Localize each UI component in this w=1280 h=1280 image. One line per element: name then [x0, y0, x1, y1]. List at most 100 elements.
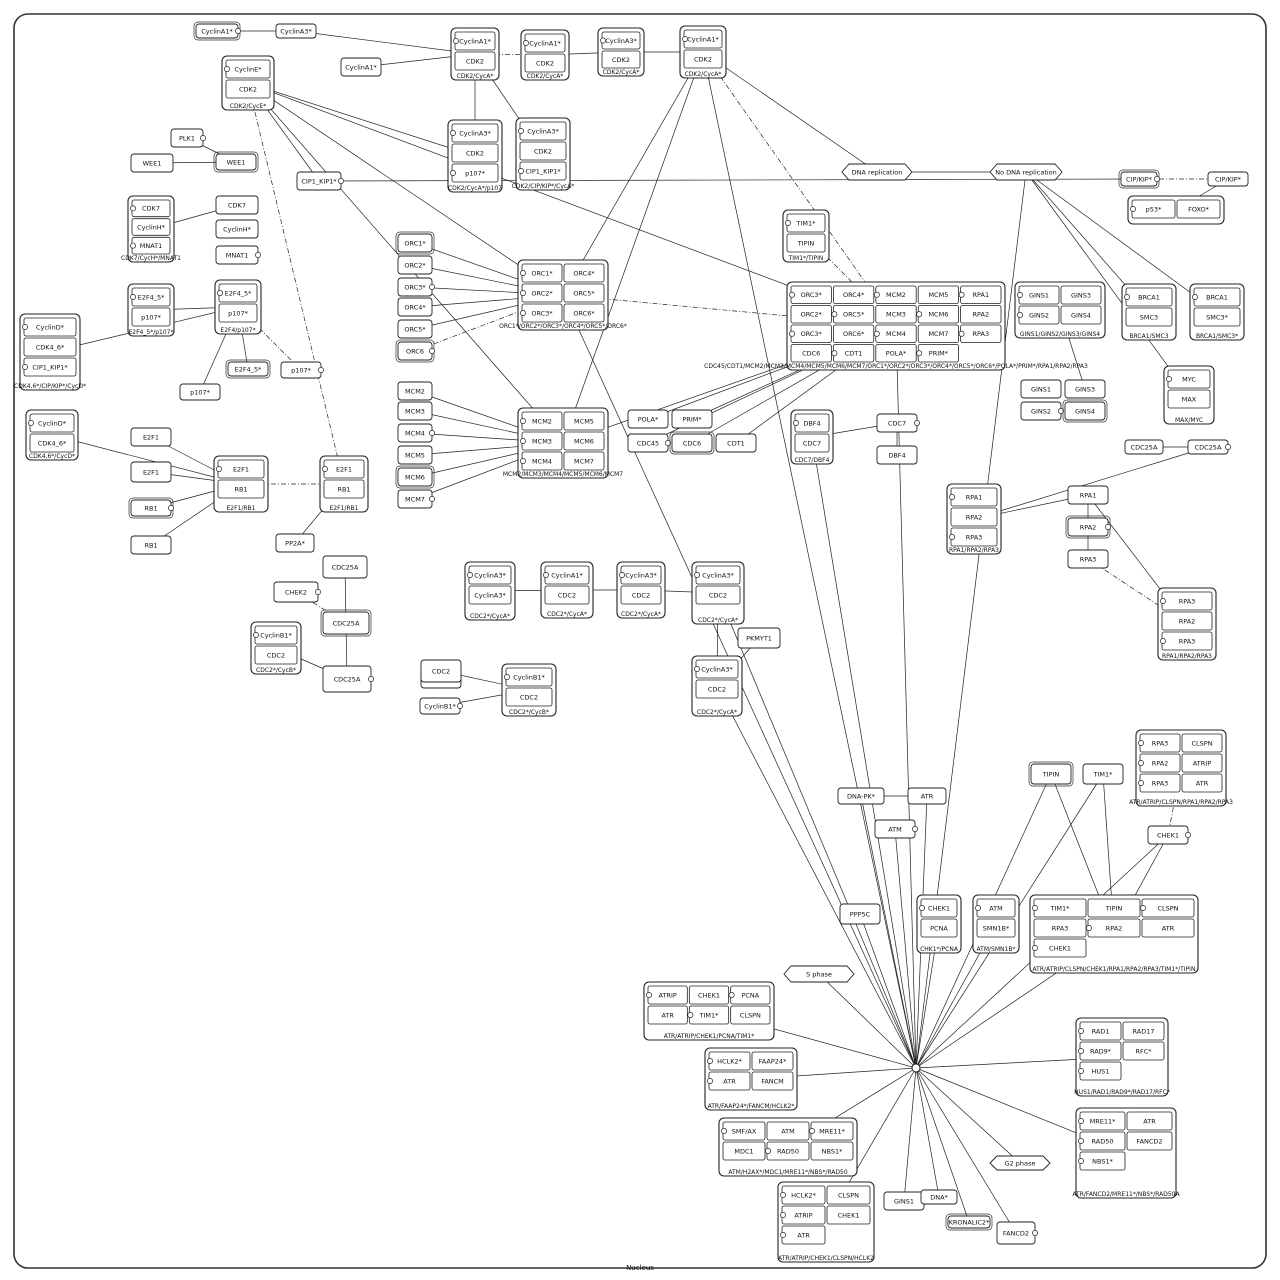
complex-label: RPA1/RPA2/RPA3: [1162, 653, 1212, 660]
member-label: RB1: [337, 485, 350, 493]
complex-member: MCM6: [916, 305, 960, 324]
complex-member: RPA2: [950, 507, 998, 527]
complex-label: E2F4_5*/p107*: [129, 329, 174, 336]
complex-member: CyclinD*: [22, 317, 77, 337]
node-label: CyclinH*: [223, 225, 252, 233]
complex-member: CyclinA3*: [694, 659, 739, 679]
node-fanca: FANCD2: [996, 1221, 1038, 1245]
complex-label: CHK1*/PCNA: [920, 946, 959, 953]
member-label: FOXO*: [1188, 205, 1210, 213]
complex-member: MCM6: [563, 431, 605, 451]
node-label: CIP1_KIP1*: [301, 177, 337, 185]
complex-member: RB1: [217, 479, 265, 499]
interaction-edge: [818, 973, 916, 1068]
member-label: FANCM: [761, 1077, 784, 1085]
complex-member: GINS3: [1060, 285, 1102, 305]
member-label: E2F4_5*: [138, 293, 166, 301]
member-label: CIP1_KIP1*: [525, 167, 561, 175]
node-label: PKMYT1: [746, 634, 772, 642]
member-label: SMN1B*: [983, 924, 1010, 932]
member-label: ORC5*: [843, 311, 865, 319]
member-label: CyclinA1*: [551, 571, 583, 579]
node-chek2: CHEK2: [273, 581, 321, 603]
node-label: ORC5*: [404, 325, 426, 333]
node-orc2: ORC2*: [397, 255, 433, 275]
member-label: ATR: [1143, 1117, 1156, 1125]
node-label: MNAT1: [226, 251, 249, 259]
complex-member: SMC3*: [1193, 307, 1241, 327]
interaction-edge: [562, 294, 896, 326]
complex-member: CIP1_KIP1*: [22, 357, 77, 377]
complex-member: CDK2: [524, 53, 566, 73]
complex-label: BRCA1/SMC3*: [1196, 333, 1238, 340]
complex-label: ATR/ATRIP/CLSPN/RPA1/RPA2/RPA3: [1129, 799, 1233, 806]
phenotype-s-phase: S phase: [783, 965, 855, 983]
complex-cdk46-cycd: CyclinD*CDK4_6*CDK4,6*/CycD*: [25, 409, 79, 461]
phenotype-no-dna-rep: No DNA replication: [989, 163, 1063, 181]
node-label: RB1: [144, 504, 157, 512]
member-label: ATRIP: [659, 991, 677, 999]
complex-label: ATR/FAAP24*/FANCM/HCLK2*: [708, 1103, 795, 1110]
complex-member: GINS4: [1060, 305, 1102, 325]
complex-member: SMC3: [1125, 307, 1173, 327]
member-label: CyclinA3*: [474, 591, 506, 599]
member-label: NBS1*: [1092, 1157, 1113, 1165]
member-label: CDK2: [239, 85, 257, 93]
complex-member: CyclinA1*: [453, 31, 496, 51]
member-label: SMF/AX: [732, 1127, 757, 1135]
interaction-edge: [916, 1068, 1017, 1234]
node-label: MCM4: [405, 429, 425, 437]
member-label: CDK2: [536, 59, 554, 67]
node-e2f1-a: E2F1: [130, 427, 172, 447]
complex-member: ATR: [1126, 1111, 1173, 1131]
complex-member: CDK7: [130, 199, 171, 218]
member-label: RFC*: [1135, 1047, 1152, 1055]
node-gins2-a: GINS2: [1020, 401, 1064, 421]
member-label: RPA3: [966, 533, 983, 541]
member-label: ORC4*: [843, 291, 865, 299]
node-label: CHEK1: [1157, 831, 1179, 839]
complex-member: MCM5: [563, 411, 605, 431]
node-rpa2: RPA2: [1065, 515, 1111, 539]
node-cip1-kip1: CIP1_KIP1*: [296, 171, 344, 191]
complex-label: E2F1/RB1: [226, 505, 255, 512]
node-label: CDC6: [683, 439, 701, 447]
node-dbf4: DBF4: [876, 445, 918, 465]
member-label: ORC5*: [573, 289, 595, 297]
member-label: MCM4: [532, 457, 552, 465]
complex-member: SMN1B*: [976, 918, 1016, 938]
node-mcm7: MCM7: [397, 489, 435, 509]
interaction-edge: [894, 828, 916, 1068]
complex-member: CyclinA3*: [619, 565, 662, 585]
member-label: RPA2: [1179, 617, 1196, 625]
complex-label: ATR/ATRIP/CHEK1/CLSPN/HCLK2: [778, 1255, 874, 1262]
complex-member: ORC4*: [563, 263, 605, 283]
interaction-edge: [903, 1068, 916, 1202]
member-label: ATRIP: [1193, 759, 1211, 767]
member-label: CDT1: [845, 350, 863, 358]
complex-member: RB1: [323, 479, 365, 499]
complex-label: CDC7/DBF4: [795, 457, 830, 464]
member-label: p107*: [141, 313, 162, 321]
complex-member: CyclinB1*: [504, 667, 553, 687]
member-label: SMC3: [1140, 313, 1158, 321]
complex-member: RAD17: [1122, 1021, 1165, 1041]
member-label: ORC2*: [801, 311, 823, 319]
member-label: PCNA: [930, 924, 948, 932]
member-label: CyclinA3*: [459, 129, 491, 137]
phenotype-label: DNA replication: [852, 168, 903, 176]
node-label: ORC1*: [404, 239, 426, 247]
node-label: RB1: [144, 541, 157, 549]
member-label: POLA*: [886, 350, 907, 358]
complex-label: CDK4,6*/CycD*: [29, 453, 75, 460]
node-label: CyclinA1*: [201, 27, 233, 35]
complex-member: RPA1: [958, 285, 1002, 304]
complex-member: ATR: [707, 1071, 751, 1091]
complex-member: CHEK1: [919, 898, 958, 918]
